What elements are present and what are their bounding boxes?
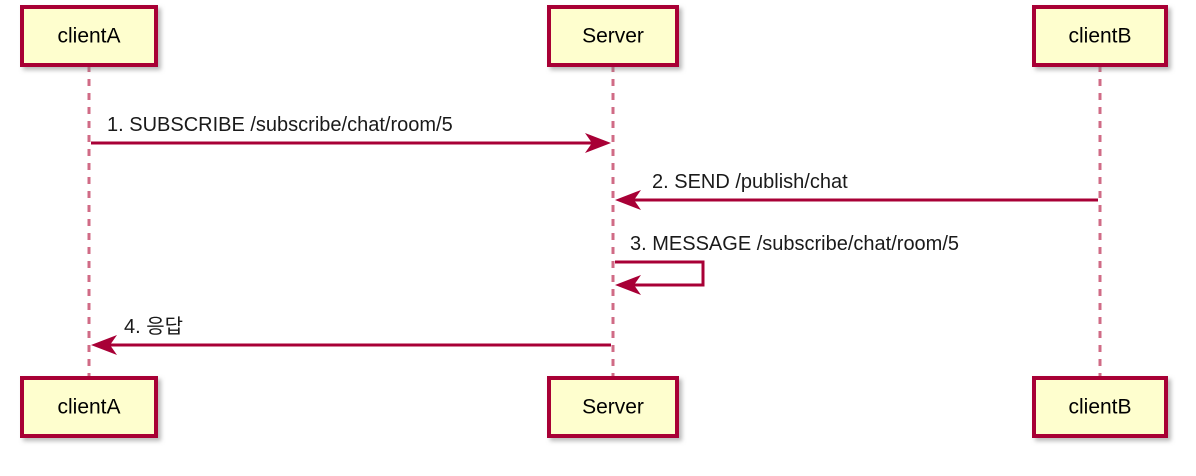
participant-server-top[interactable]: Server [547,5,679,67]
message-3-arrowhead-left [615,275,641,295]
participant-clientB-bottom-label: clientB [1068,396,1131,419]
participant-clientA-bottom[interactable]: clientA [20,376,158,438]
message-4: 4. 응답 [91,315,611,355]
participant-server-bottom[interactable]: Server [547,376,679,438]
message-4-label: 4. 응답 [124,315,183,338]
message-2-arrowhead-left [615,190,641,210]
participant-clientB-bottom-box[interactable] [1032,376,1168,438]
participant-clientA-bottom-label: clientA [57,396,120,419]
participant-server-bottom-box[interactable] [547,376,679,438]
participant-server-top-label: Server [582,25,644,48]
participant-boxes-bottom: clientA Server clientB [20,376,1168,438]
message-1-label: 1. SUBSCRIBE /subscribe/chat/room/5 [107,114,453,136]
participant-clientB-top[interactable]: clientB [1032,5,1168,67]
participant-clientB-top-label: clientB [1068,25,1131,48]
participant-clientA-top-box[interactable] [20,5,158,67]
message-1: 1. SUBSCRIBE /subscribe/chat/room/5 [91,114,611,153]
participant-boxes-top: clientA Server clientB [20,5,1168,67]
participant-server-top-box[interactable] [547,5,679,67]
participant-clientA-bottom-box[interactable] [20,376,158,438]
participant-clientB-top-box[interactable] [1032,5,1168,67]
participant-clientA-top[interactable]: clientA [20,5,158,67]
lifelines-group [87,65,1102,378]
message-2-label: 2. SEND /publish/chat [652,171,848,193]
participant-server-bottom-label: Server [582,396,644,419]
message-2: 2. SEND /publish/chat [615,171,1098,210]
participant-clientB-bottom[interactable]: clientB [1032,376,1168,438]
message-3-self: 3. MESSAGE /subscribe/chat/room/5 [615,233,959,295]
message-3-self-loop-path [615,260,705,287]
message-3-label: 3. MESSAGE /subscribe/chat/room/5 [630,233,959,255]
message-4-arrowhead-left [91,335,117,355]
message-1-arrowhead-right [585,133,611,153]
participant-clientA-top-label: clientA [57,25,120,48]
